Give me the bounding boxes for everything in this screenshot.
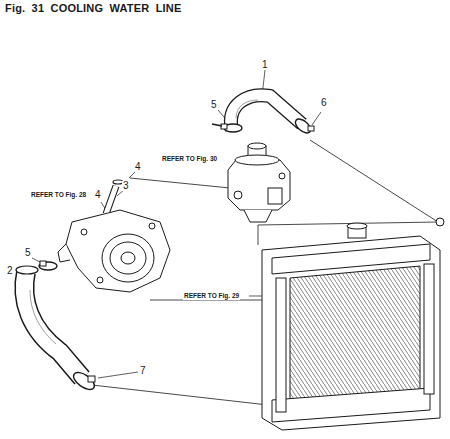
callout-number: 7 [139, 366, 147, 376]
callout-number: 1 [261, 60, 269, 70]
callout-number: 2 [6, 266, 14, 276]
callout-number: 4 [94, 190, 102, 200]
reference-note: REFER TO Fig. 29 [183, 293, 240, 300]
callout-number: 3 [122, 181, 130, 191]
reference-note: REFER TO Fig. 28 [30, 192, 87, 199]
callout-number: 4 [134, 162, 142, 172]
callout-number: 5 [210, 100, 218, 110]
reference-note: REFER TO Fig. 30 [161, 156, 218, 163]
callout-number: 5 [24, 248, 32, 258]
callout-number: 6 [320, 98, 328, 108]
figure-title: Fig. 31 COOLING WATER LINE [5, 3, 182, 14]
